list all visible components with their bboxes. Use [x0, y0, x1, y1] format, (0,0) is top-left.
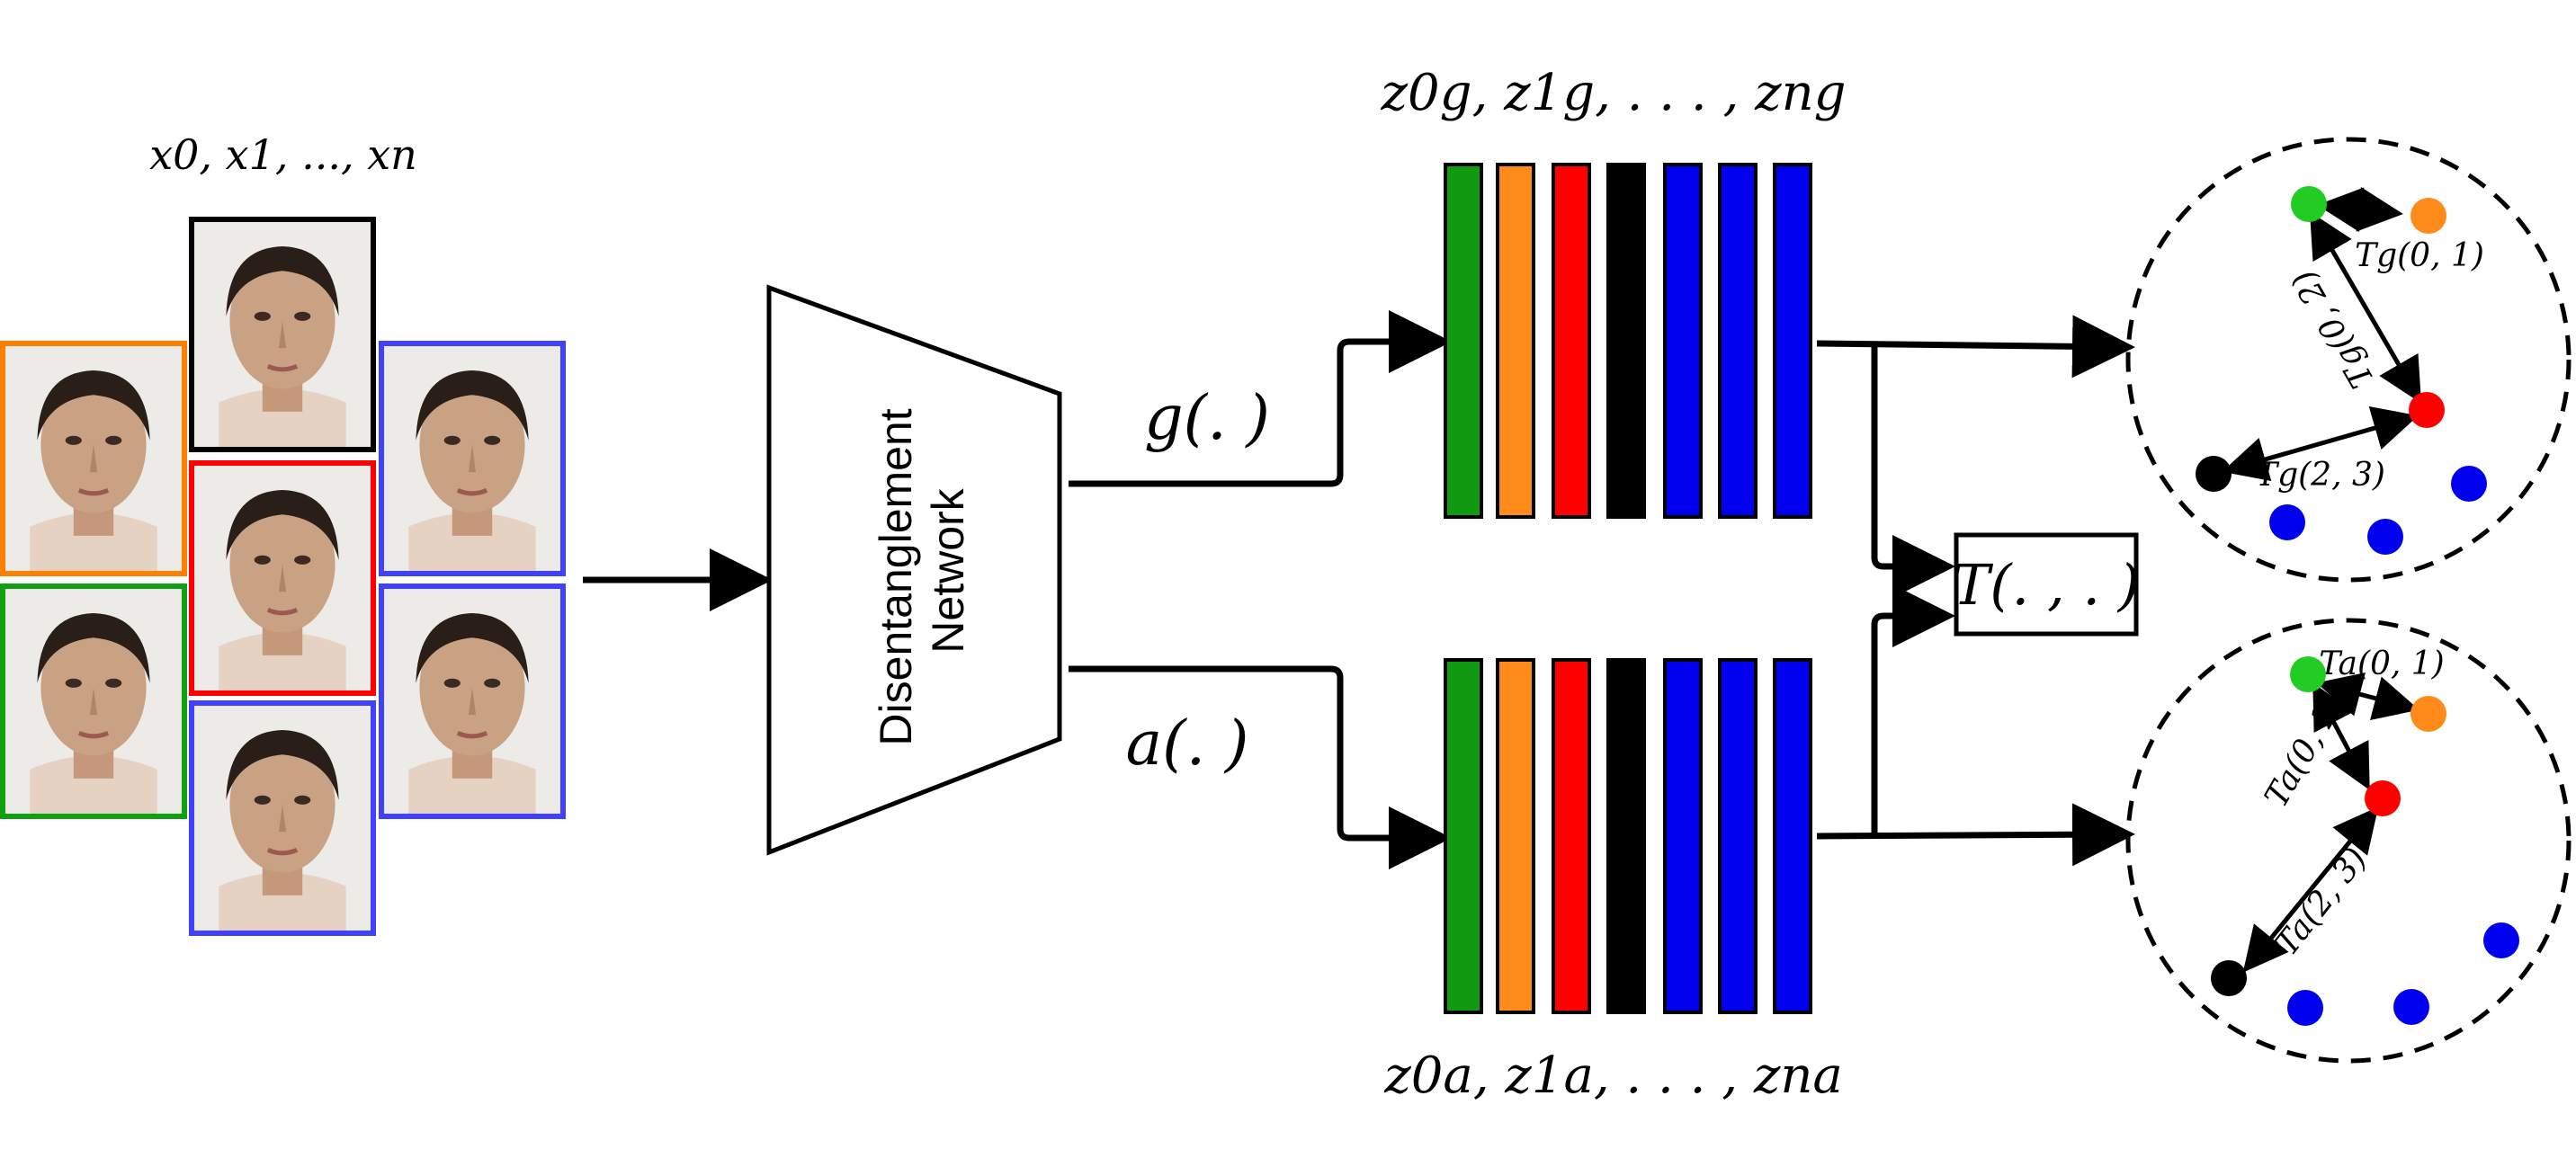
appearance-space: Ta(0, 1) Ta(0, 2) Ta(2, 3) [2125, 618, 2572, 1064]
transform-label: T(. , . ) [1953, 552, 2140, 618]
a-embedding-bar-0 [1444, 658, 1483, 1014]
appearance-point-0 [2290, 656, 2326, 692]
geometry-label-0-2: Tg(0, 2) [2285, 263, 2381, 394]
a-embedding-bar-5 [1718, 658, 1758, 1014]
disentanglement-network [766, 284, 1062, 856]
geometry-space: Tg(0, 1) Tg(0, 2) Tg(2, 3) [2125, 137, 2572, 583]
appearance-point-3 [2211, 960, 2247, 996]
appearance-points [2211, 656, 2519, 1026]
appearance-point-5 [2287, 990, 2323, 1026]
g-to-t-arrow [1871, 345, 1955, 598]
g-embedding-label: z0g, z1g, . . . , zng [1381, 64, 1847, 122]
a-embedding-bar-1 [1496, 658, 1535, 1014]
geometry-edge-0-1 [2317, 186, 2403, 233]
network-label: Disentanglement Network [871, 396, 973, 745]
a-embedding-bar-2 [1552, 658, 1591, 1014]
face-image-blue-2 [379, 584, 566, 819]
geometry-point-3 [2196, 456, 2232, 492]
inputs-label: x0, x1, ..., xn [149, 130, 417, 179]
appearance-point-4 [2483, 922, 2519, 958]
geometry-point-0 [2291, 186, 2327, 222]
g-embedding-bars [1444, 163, 1812, 519]
face-image-red [189, 460, 376, 696]
a-embedding-bar-6 [1773, 658, 1812, 1014]
appearance-label-0-2: Ta(0, 2) [2258, 687, 2352, 814]
g-embedding-bar-6 [1773, 163, 1812, 519]
g-branch-label: g(. ) [1144, 383, 1270, 454]
geometry-point-6 [2367, 519, 2403, 555]
face-image-blue-1 [379, 341, 566, 576]
appearance-point-1 [2411, 696, 2446, 732]
appearance-edge-2-3 [2242, 806, 2379, 973]
geometry-label-0-1: Tg(0, 1) [2355, 237, 2484, 274]
geometry-point-5 [2269, 504, 2305, 540]
geometry-point-4 [2451, 466, 2487, 502]
network-label-line2: Network [923, 487, 973, 653]
appearance-point-2 [2365, 780, 2401, 816]
g-branch-arrow [1069, 310, 1452, 487]
a-embedding-bar-3 [1606, 658, 1646, 1014]
appearance-label-2-3: Ta(2, 3) [2268, 841, 2375, 962]
a-embedding-bars [1444, 658, 1812, 1014]
face-image-black [189, 217, 376, 452]
face-image-green [0, 584, 187, 819]
g-embedding-bar-1 [1496, 163, 1535, 519]
appearance-label-0-1: Ta(0, 1) [2319, 646, 2444, 682]
geometry-edge-0-2 [2309, 211, 2422, 404]
transform-box [1954, 532, 2139, 637]
a-to-t-arrow [1871, 584, 1955, 834]
g-embedding-bar-4 [1663, 163, 1703, 519]
appearance-point-6 [2393, 989, 2429, 1025]
g-embedding-bar-0 [1444, 163, 1483, 519]
g-embedding-bar-5 [1718, 163, 1758, 519]
a-to-space-arrow [1816, 803, 2135, 867]
appearance-edge-0-2 [2312, 682, 2370, 790]
appearance-space-boundary [2125, 618, 2572, 1064]
g-to-space-arrow [1816, 315, 2135, 379]
a-branch-label: a(. ) [1126, 708, 1249, 779]
a-embedding-label: z0a, z1a, . . . , zna [1383, 1047, 1843, 1105]
geometry-space-boundary [2125, 137, 2572, 583]
geometry-label-2-3: Tg(2, 3) [2256, 457, 2385, 494]
g-embedding-bar-2 [1552, 163, 1591, 519]
geometry-point-1 [2411, 198, 2446, 234]
face-image-orange [0, 341, 187, 576]
input-faces [0, 217, 566, 936]
a-embedding-bar-4 [1663, 658, 1703, 1014]
a-branch-arrow [1069, 665, 1452, 869]
geometry-point-2 [2409, 392, 2445, 428]
network-label-line1: Disentanglement [871, 408, 921, 745]
geometry-points [2196, 186, 2487, 555]
face-image-blue-3 [189, 700, 376, 936]
g-embedding-bar-3 [1606, 163, 1646, 519]
geometry-edge-2-3 [2222, 405, 2419, 482]
